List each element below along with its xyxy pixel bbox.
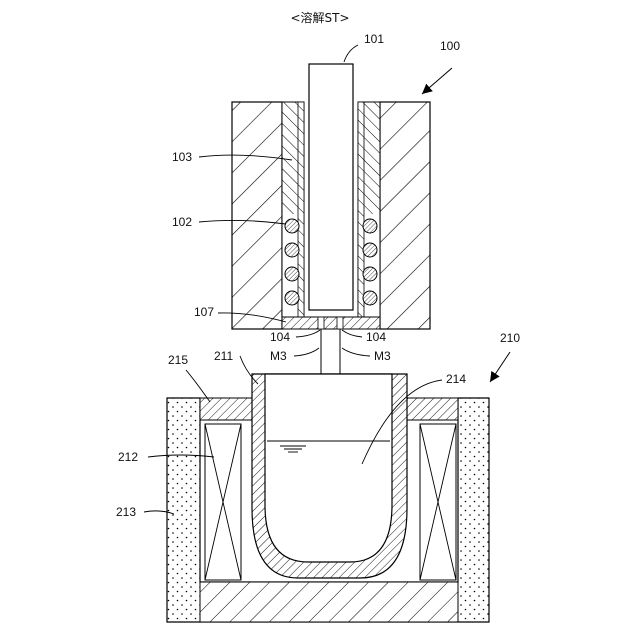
crucible-interior	[265, 374, 392, 562]
cover-plate-left	[200, 398, 252, 420]
label-215: 215	[168, 353, 188, 367]
furnace-floor	[200, 582, 458, 622]
label-211: 211	[214, 349, 233, 363]
label-210: 210	[500, 331, 520, 345]
label-107: 107	[194, 305, 214, 319]
label-212: 212	[118, 450, 138, 464]
rod	[309, 64, 353, 310]
outer-sleeve-right	[380, 102, 430, 329]
bottom-plate	[282, 317, 380, 329]
outer-sleeve-left	[232, 102, 282, 329]
label-m3-left: M3	[270, 349, 287, 363]
arrow-100	[422, 68, 452, 94]
label-104-left: 104	[270, 330, 290, 344]
furnace-assembly	[167, 374, 489, 622]
arrow-210	[490, 352, 510, 382]
label-101: 101	[364, 32, 384, 46]
induction-coil-left	[205, 424, 241, 580]
label-100: 100	[440, 39, 460, 53]
label-103: 103	[172, 150, 192, 164]
diagram-title: <溶解ST>	[290, 10, 349, 25]
label-m3-right: M3	[374, 349, 391, 363]
cover-plate-right	[406, 398, 458, 420]
label-104-right: 104	[366, 330, 386, 344]
nozzle-hole-left	[318, 317, 324, 329]
nozzle-hole-right	[337, 317, 343, 329]
label-214: 214	[446, 372, 466, 386]
label-213: 213	[116, 505, 136, 519]
induction-coil-right	[420, 424, 456, 580]
label-102: 102	[172, 215, 192, 229]
